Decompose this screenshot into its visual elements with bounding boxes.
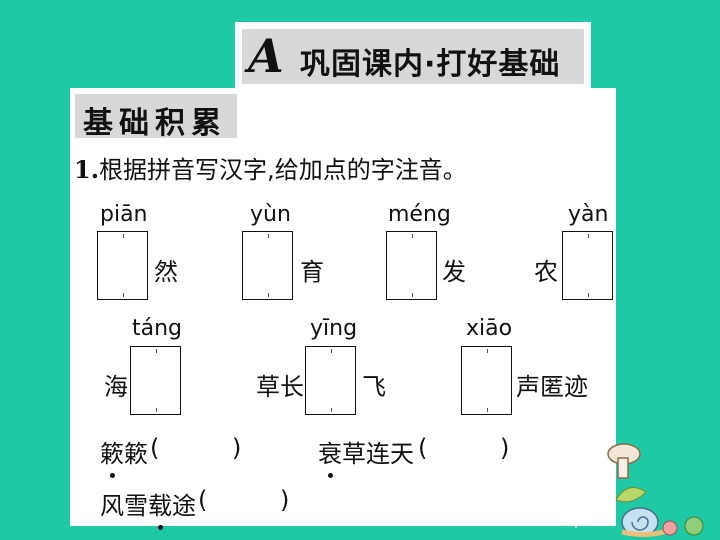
char-cao: 草 (342, 440, 366, 468)
answer-box-meng[interactable] (386, 231, 437, 300)
char-caochang: 草长 (256, 373, 304, 401)
question-number: 1. (74, 155, 100, 184)
grass-icon (567, 515, 585, 529)
pinyin-pian: piān (100, 202, 148, 227)
char-fa: 发 (442, 258, 466, 286)
char-fei: 飞 (362, 373, 386, 401)
header-title: 巩固课内·打好基础 (300, 47, 561, 82)
char-zai-dotted: 载 (148, 486, 172, 530)
word-shuaicaoliantian: 衰草连天 (318, 434, 414, 478)
char-tian: 天 (390, 440, 414, 468)
answer-box-yan[interactable] (562, 231, 613, 300)
berry-icon (662, 520, 678, 536)
section-label: 基础积累 (75, 94, 237, 141)
melon-icon (684, 516, 704, 536)
header-banner: A 巩固课内·打好基础 (235, 22, 591, 88)
char-nong: 农 (534, 258, 558, 286)
char-shuai-dotted: 衰 (318, 434, 342, 478)
char-su: 簌 (124, 440, 148, 468)
pinyin-ying: yīng (310, 316, 358, 341)
pinyin-xiao: xiāo (466, 316, 513, 341)
paren-open-shuaicao: ( (418, 434, 428, 462)
decoration-illustration (567, 443, 704, 538)
header-letter: A (248, 29, 284, 83)
char-hai: 海 (104, 373, 128, 401)
char-ran: 然 (154, 258, 178, 286)
answer-box-pian[interactable] (97, 231, 148, 300)
section-label-text: 基础积累 (83, 106, 227, 141)
question-title: 1.根据拼音写汉字,给加点的字注音。 (74, 150, 467, 185)
answer-box-tang[interactable] (130, 346, 181, 415)
char-tu: 途 (172, 492, 196, 520)
leaf-icon (615, 487, 647, 503)
paren-open-fengxue: ( (198, 486, 208, 514)
char-feng: 风 (100, 492, 124, 520)
question-text: 根据拼音写汉字,给加点的字注音。 (99, 156, 467, 184)
header-inner: A 巩固课内·打好基础 (242, 29, 584, 84)
answer-box-yun[interactable] (242, 231, 293, 300)
answer-box-ying[interactable] (305, 346, 356, 415)
paren-close-susu: ) (232, 434, 242, 462)
char-lian: 连 (366, 440, 390, 468)
pinyin-tang: táng (132, 316, 183, 341)
char-su-dotted: 簌 (100, 434, 124, 478)
paren-open-susu: ( (150, 434, 160, 462)
word-susu: 簌簌 (100, 434, 148, 478)
answer-box-xiao[interactable] (461, 346, 512, 415)
char-shengniji: 声匿迹 (516, 373, 588, 401)
word-fengxuezaitu: 风雪载途 (100, 486, 196, 530)
pinyin-yan: yàn (568, 202, 609, 227)
char-yu: 育 (300, 258, 324, 286)
pinyin-yun: yùn (250, 202, 291, 227)
char-xue: 雪 (124, 492, 148, 520)
worksheet-page: 基础积累 1.根据拼音写汉字,给加点的字注音。 piān 然 yùn 育 mén… (70, 88, 616, 530)
paren-close-fengxue: ) (280, 486, 290, 514)
paren-close-shuaicao: ) (500, 434, 510, 462)
pinyin-meng: méng (388, 202, 451, 227)
mushroom-stem-icon (617, 457, 629, 479)
